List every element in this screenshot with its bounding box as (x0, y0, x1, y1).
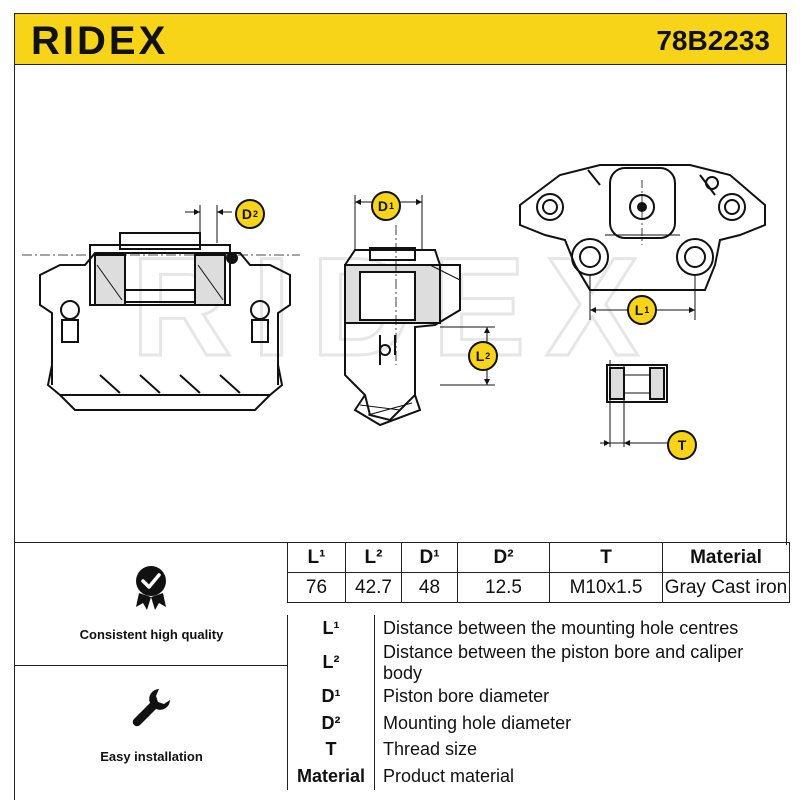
part-number: 78B2233 (656, 25, 770, 56)
legend-key: D² (287, 710, 375, 737)
legend-desc: Product material (383, 765, 515, 786)
features-divider (15, 665, 288, 666)
legend-key: D¹ (287, 683, 375, 710)
legend-row: Material Product material (287, 763, 787, 790)
legend-table: L¹ Distance between the mounting hole cen… (287, 615, 787, 790)
caliper-section-view (344, 195, 495, 427)
drawing-frame (14, 65, 787, 545)
caliper-front-view (519, 164, 766, 320)
legend-row: T Thread size (287, 736, 787, 763)
spec-header-d2: D² (457, 542, 550, 573)
legend-desc: Distance between the mounting hole centr… (383, 617, 739, 638)
legend-desc: Mounting hole diameter (383, 712, 572, 733)
spec-value-t: M10x1.5 (549, 572, 663, 603)
legend-row: D¹ Piston bore diameter (287, 683, 787, 710)
spec-value-row: 76 42.7 48 12.5 M10x1.5 Gray Cast iron (287, 572, 790, 603)
spec-header-t: T (549, 542, 663, 573)
spec-header-row: L¹ L² D¹ D² T Material (287, 542, 790, 573)
legend-desc: Thread size (383, 739, 478, 760)
legend-row: D² Mounting hole diameter (287, 710, 787, 737)
header-bar: RIDEX 78B2233 (14, 13, 787, 65)
quality-badge-icon (136, 566, 166, 610)
legend-key: L² (287, 641, 375, 684)
spec-value-d2: 12.5 (457, 572, 550, 603)
spec-header-l1: L¹ (287, 542, 346, 573)
thread-detail-view (600, 360, 670, 447)
features-panel: Consistent high quality Easy installatio… (14, 542, 288, 800)
legend-key: T (287, 736, 375, 763)
spec-header-l2: L² (345, 542, 402, 573)
wrench-icon (132, 689, 170, 727)
spec-header-material: Material (662, 542, 790, 573)
legend-key: Material (287, 763, 375, 790)
spec-value-l1: 76 (287, 572, 346, 603)
brand-logo: RIDEX (31, 19, 169, 63)
spec-header-d1: D¹ (401, 542, 458, 573)
caliper-side-view (22, 205, 300, 411)
badge-t: T (667, 430, 697, 460)
legend-key: L¹ (287, 615, 375, 642)
technical-drawing: RIDEX (22, 164, 766, 447)
legend-row: L¹ Distance between the mounting hole cen… (287, 615, 787, 642)
spec-value-d1: 48 (401, 572, 458, 603)
legend-desc: Distance between the piston bore and cal… (383, 641, 744, 683)
legend-desc: Piston bore diameter (383, 686, 550, 707)
feature-label-installation: Easy installation (100, 749, 203, 764)
feature-label-quality: Consistent high quality (79, 627, 224, 642)
spec-table: L¹ L² D¹ D² T Material 76 42.7 48 12.5 M… (287, 542, 790, 603)
spec-value-material: Gray Cast iron (662, 572, 790, 603)
spec-value-l2: 42.7 (345, 572, 402, 603)
